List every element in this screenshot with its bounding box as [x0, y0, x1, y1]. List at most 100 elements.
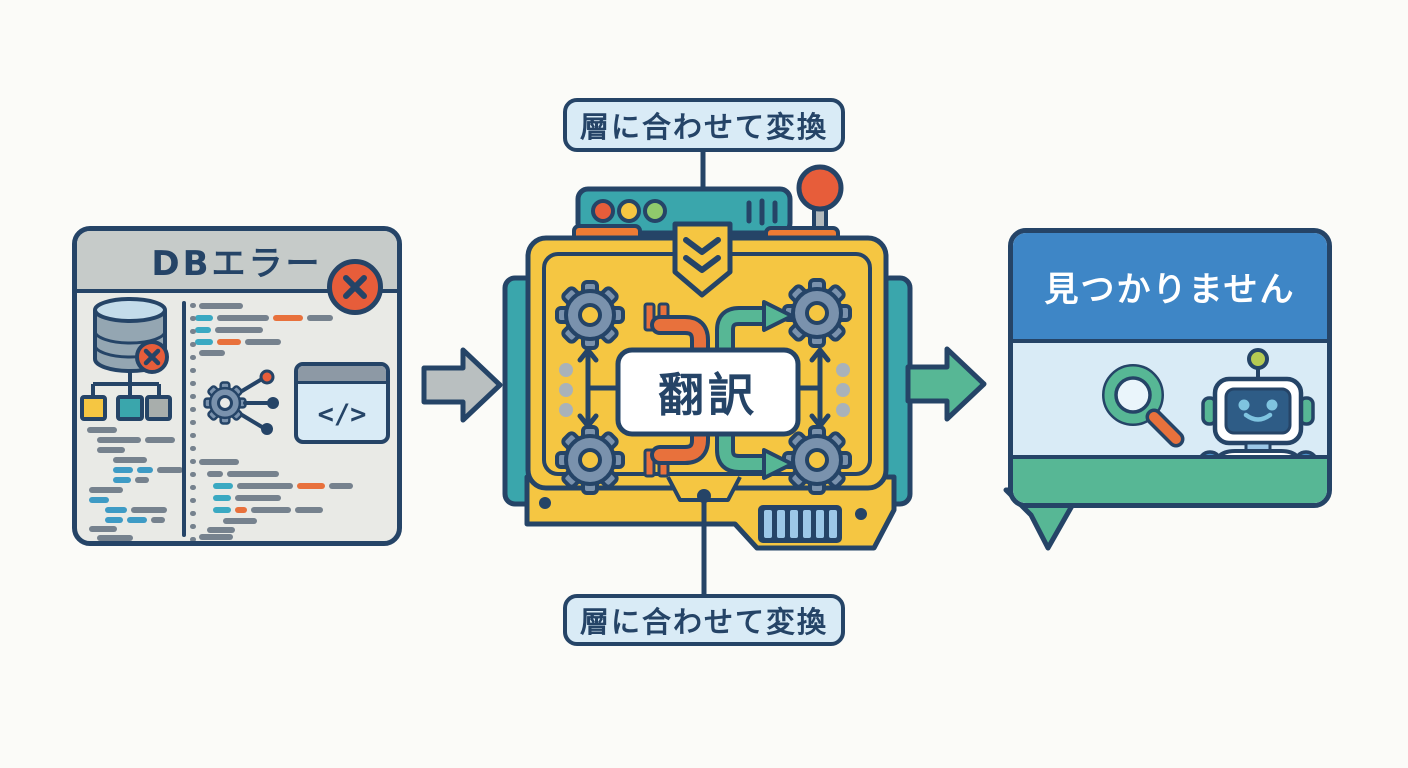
code-line-bar — [195, 339, 213, 345]
db-error-panel: DBエラー — [72, 226, 402, 546]
code-line-bar — [217, 315, 269, 321]
code-line-bar — [105, 507, 127, 513]
db-error-title: DBエラー — [151, 243, 323, 284]
code-line-bar — [97, 437, 141, 443]
schema-tree-icon — [80, 370, 172, 421]
code-line-bar — [190, 381, 196, 386]
code-line-bar — [190, 472, 196, 477]
indicator-light-orange — [591, 199, 615, 223]
code-line-bar — [213, 507, 231, 513]
code-line-bar — [199, 459, 239, 465]
code-line-bar — [307, 315, 333, 321]
code-line-bar — [213, 495, 231, 501]
code-line-bar — [89, 487, 123, 493]
code-line-bar — [235, 495, 281, 501]
code-line-bar — [190, 537, 196, 541]
bubble-illustration — [1102, 348, 1316, 455]
lever-icon — [796, 164, 844, 238]
code-line-bar — [245, 339, 281, 345]
dot-columns — [559, 363, 850, 417]
code-line-bar — [113, 457, 147, 463]
code-line-bar — [190, 459, 196, 464]
code-line-bar — [295, 507, 323, 513]
pipe-flow-top — [643, 300, 794, 366]
code-line-bar — [297, 483, 325, 489]
code-line-bar — [145, 437, 175, 443]
code-line-bar — [237, 483, 293, 489]
magnifier-icon — [1102, 364, 1185, 448]
gear-icon — [555, 280, 625, 350]
code-line-bar — [137, 467, 153, 473]
code-line-bar — [113, 477, 131, 483]
code-line-bar — [113, 467, 133, 473]
code-line-bar — [127, 517, 147, 523]
code-line-bar — [135, 477, 149, 483]
code-line-bar — [251, 507, 291, 513]
code-line-bar — [227, 471, 279, 477]
gear-icon — [555, 425, 625, 495]
code-line-bar — [207, 527, 235, 533]
code-glyph: </> — [317, 398, 367, 430]
code-line-bar — [195, 315, 213, 321]
bottom-conversion-label: 層に合わせて変換 — [563, 594, 845, 646]
code-line-bar — [190, 511, 196, 516]
code-line-bar — [131, 507, 167, 513]
code-line-bar — [190, 368, 196, 373]
code-line-bar — [190, 446, 196, 451]
gear-network-icon — [203, 369, 279, 435]
code-line-bar — [190, 524, 196, 529]
code-line-bar — [217, 339, 241, 345]
code-line-bar — [329, 483, 353, 489]
panel-divider — [182, 301, 186, 537]
chevron-shield-icon — [672, 221, 733, 298]
code-line-bar — [190, 498, 196, 503]
not-found-body — [1013, 343, 1327, 455]
code-line-bar — [190, 355, 196, 360]
code-line-bar — [273, 315, 303, 321]
code-line-bar — [157, 467, 183, 473]
not-found-title: 見つかりません — [1044, 269, 1296, 310]
close-x-icon — [343, 275, 367, 299]
db-error-x-icon — [135, 340, 169, 374]
code-line-bar — [89, 526, 117, 532]
indicator-light-yellow — [617, 199, 641, 223]
gear-icon — [782, 425, 852, 495]
panel-illustration — [80, 297, 279, 435]
code-line-bar — [195, 327, 211, 333]
code-line-bar — [190, 316, 196, 321]
code-line-bar — [190, 407, 196, 412]
translation-box — [615, 347, 801, 437]
code-line-bar — [97, 447, 125, 453]
error-x-badge — [327, 259, 383, 315]
code-window-titlebar — [298, 366, 386, 384]
pipe-flow-bottom — [643, 418, 794, 480]
robot-icon — [1200, 348, 1316, 455]
code-line-bar — [199, 350, 225, 356]
code-line-bar — [151, 517, 165, 523]
code-line-bar — [190, 329, 196, 334]
flow-arrow-right — [905, 346, 987, 422]
code-line-bar — [190, 303, 196, 308]
code-line-bar — [190, 394, 196, 399]
code-line-bar — [190, 342, 196, 347]
not-found-footer — [1013, 455, 1327, 503]
code-line-bar — [207, 471, 223, 477]
code-line-bar — [235, 507, 247, 513]
code-line-bar — [89, 497, 109, 503]
code-window-icon: </> — [294, 362, 390, 444]
code-line-bar — [199, 534, 233, 540]
not-found-header: 見つかりません — [1013, 233, 1327, 343]
code-line-bar — [190, 420, 196, 425]
code-line-bar — [190, 433, 196, 438]
top-conversion-label: 層に合わせて変換 — [563, 98, 845, 152]
translation-label: 翻訳 — [658, 368, 758, 422]
code-lines — [77, 231, 397, 541]
code-line-bar — [213, 483, 233, 489]
code-line-bar — [223, 518, 257, 524]
not-found-bubble: 見つかりません — [1008, 228, 1332, 508]
code-line-bar — [215, 327, 263, 333]
code-line-bar — [105, 517, 123, 523]
flow-arrow-left — [421, 347, 503, 423]
